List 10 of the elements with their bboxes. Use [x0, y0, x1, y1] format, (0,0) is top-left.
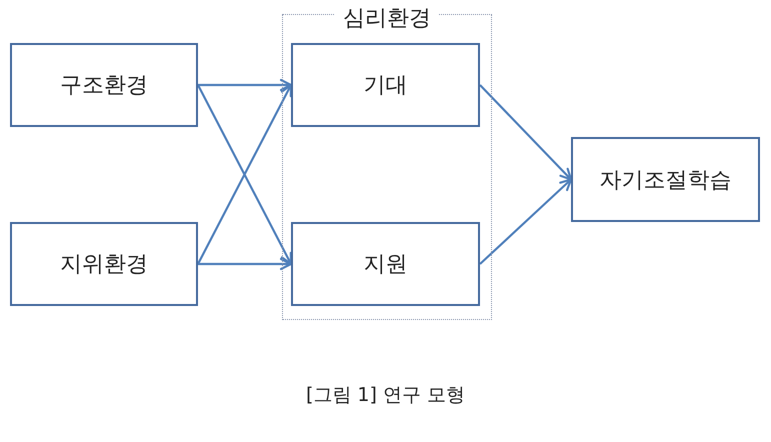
concept-box: 자기조절학습	[571, 137, 760, 222]
concept-box: 구조환경	[10, 43, 198, 127]
concept-box: 기대	[291, 43, 480, 127]
concept-box: 지원	[291, 222, 480, 306]
arrow	[479, 84, 572, 181]
arrow	[198, 78, 292, 92]
arrow	[198, 258, 292, 270]
arrow	[479, 178, 572, 265]
figure-caption: [그림 1] 연구 모형	[306, 384, 466, 406]
concept-box: 지위환경	[10, 222, 198, 306]
